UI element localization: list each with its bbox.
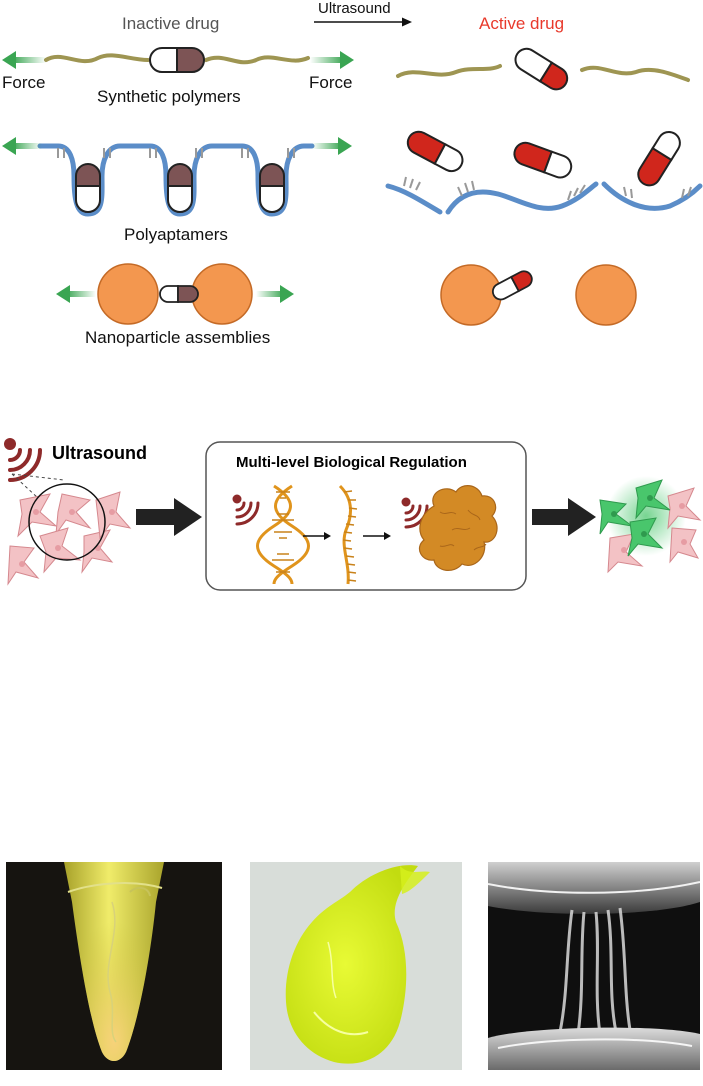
force-right-label: Force bbox=[309, 73, 353, 92]
synthetic-polymer-inactive bbox=[44, 47, 310, 73]
force-arrow-right-2 bbox=[312, 137, 352, 155]
zoom-circle bbox=[28, 483, 106, 561]
force-arrow-right bbox=[310, 51, 354, 69]
active-drug-label: Active drug bbox=[479, 14, 565, 33]
regulation-box-title: Multi-level Biological Regulation bbox=[236, 454, 467, 471]
ultrasound-arrow-label: Ultrasound bbox=[318, 0, 391, 17]
panel-b-graphics bbox=[4, 438, 702, 591]
nanoparticle-active bbox=[440, 264, 637, 326]
ultrasound-title: Ultrasound bbox=[52, 443, 148, 463]
capsule-released-1 bbox=[406, 130, 464, 173]
dna-helix bbox=[256, 484, 310, 585]
capsule-inactive bbox=[149, 47, 205, 73]
force-arrow-left bbox=[2, 51, 46, 69]
nanoparticle-inactive bbox=[97, 263, 253, 325]
capsule-np-inactive bbox=[159, 285, 199, 303]
protein-icon bbox=[419, 485, 498, 571]
force-arrow-left-2 bbox=[2, 137, 42, 155]
nanoparticle-assemblies-label: Nanoparticle assemblies bbox=[85, 328, 271, 347]
flow-arrow-1 bbox=[136, 498, 202, 536]
photo-hydrogel-strands bbox=[488, 862, 700, 1070]
pink-cells bbox=[7, 491, 132, 586]
ultrasound-icon bbox=[4, 438, 42, 482]
capsule-released-3 bbox=[637, 130, 681, 187]
polyaptamer-inactive bbox=[37, 143, 315, 217]
photo-fluorescent-tube bbox=[6, 862, 222, 1070]
activated-cells bbox=[599, 476, 702, 574]
capsule-active bbox=[514, 47, 569, 91]
force-arrow-left-3 bbox=[56, 285, 96, 303]
inactive-drug-label: Inactive drug bbox=[122, 14, 220, 33]
photo-fluorescent-gel bbox=[250, 862, 462, 1070]
capsule-np-active bbox=[491, 270, 533, 301]
polyaptamer-active bbox=[385, 130, 703, 215]
panel-a-graphics bbox=[2, 17, 703, 326]
synthetic-polymer-active bbox=[396, 47, 690, 91]
polyaptamers-label: Polyaptamers bbox=[124, 225, 228, 244]
ultrasound-arrow bbox=[314, 17, 412, 27]
rna-strand bbox=[338, 484, 358, 585]
capsule-released-2 bbox=[513, 141, 573, 179]
force-left-label: Force bbox=[2, 73, 46, 92]
force-arrow-right-3 bbox=[256, 285, 294, 303]
synthetic-polymers-label: Synthetic polymers bbox=[97, 87, 241, 106]
flow-arrow-2 bbox=[532, 498, 596, 536]
